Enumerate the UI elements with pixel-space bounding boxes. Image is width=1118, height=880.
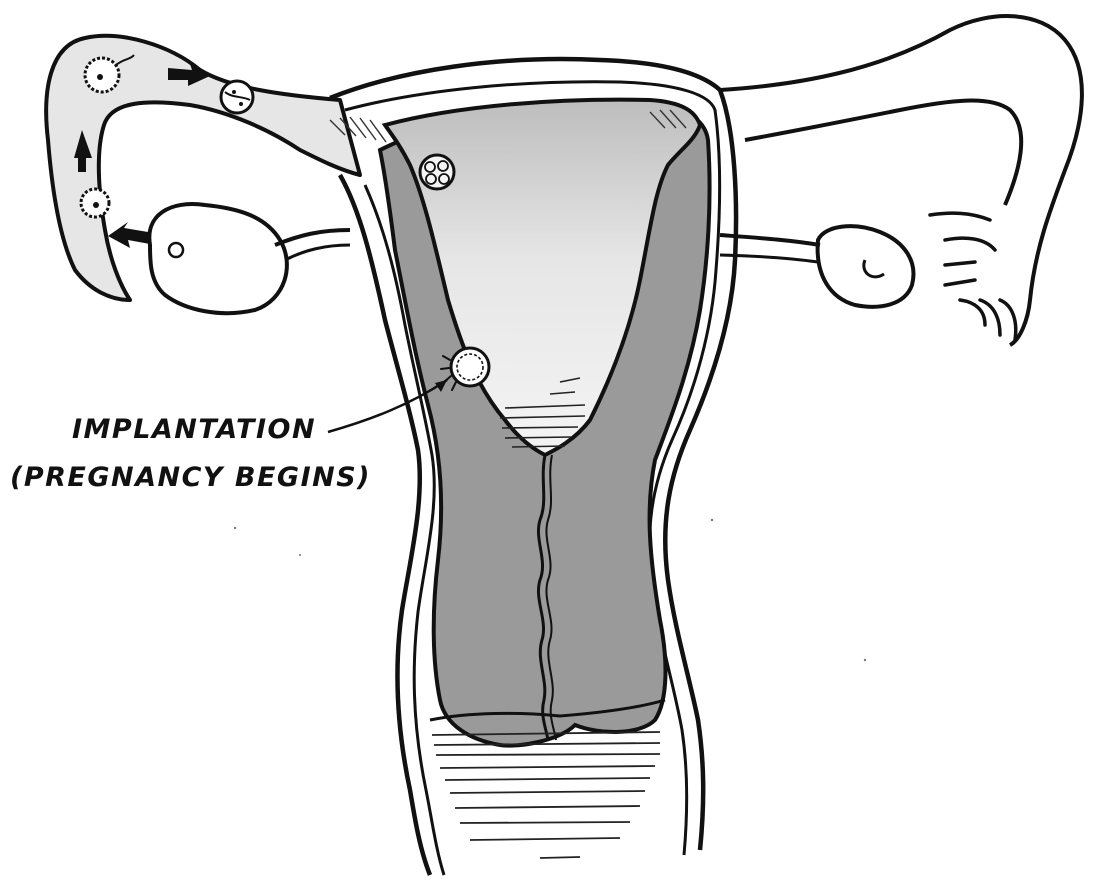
implantation-label: IMPLANTATION: [72, 414, 316, 445]
egg-cell-icon: [81, 189, 109, 217]
left-ligament: [275, 230, 350, 245]
pregnancy-begins-label: (PREGNANCY BEGINS): [10, 462, 371, 493]
dividing-embryo-icon: [221, 81, 253, 113]
left-ovary: [149, 204, 287, 313]
vagina-hatching: [432, 732, 660, 858]
right-fimbriae: [930, 213, 1016, 340]
morula-icon: [420, 155, 454, 189]
right-ovary: [818, 226, 914, 307]
arrow-left-icon: [108, 222, 150, 248]
follicle-icon: [169, 243, 183, 257]
